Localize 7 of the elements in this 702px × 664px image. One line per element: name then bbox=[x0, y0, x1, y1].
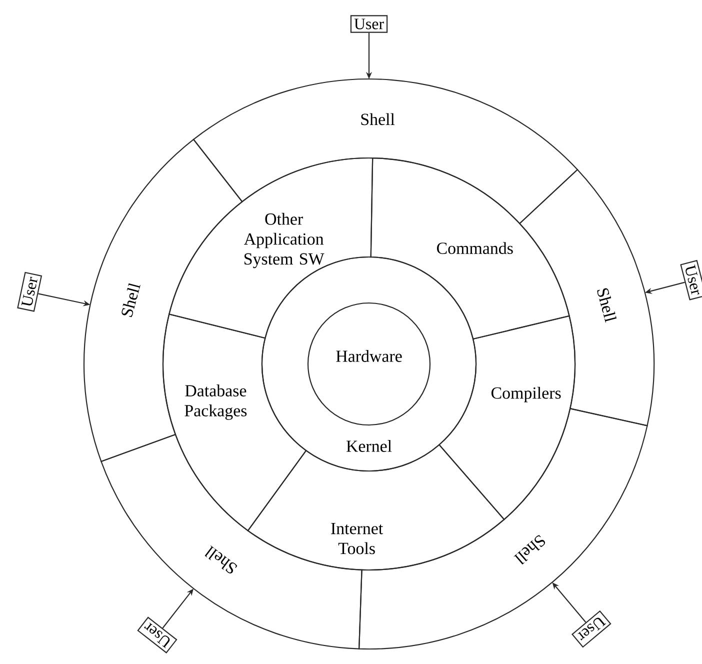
user-box: User bbox=[680, 260, 702, 300]
user-box: User bbox=[350, 15, 388, 33]
ring-segment: Database Packages bbox=[162, 314, 307, 532]
user-box: User bbox=[137, 616, 178, 654]
ring-segment: Commands bbox=[370, 157, 570, 340]
ring-segment: Other Application System SW bbox=[168, 157, 374, 339]
ring-segment: Compilers bbox=[438, 315, 576, 520]
